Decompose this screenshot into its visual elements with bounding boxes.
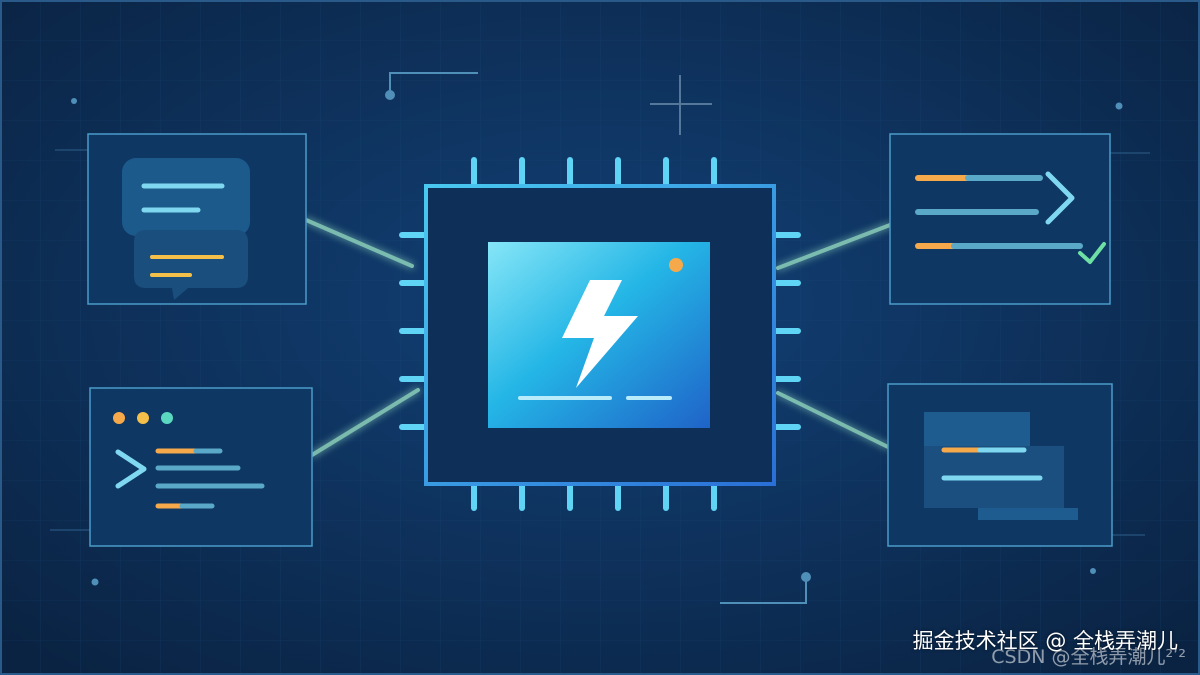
connector-lines	[304, 218, 892, 457]
panel-terminal	[89, 387, 313, 547]
panel-frame	[889, 133, 1111, 305]
status-dot	[669, 258, 683, 272]
watermark-csdn: CSDN @全栈弄潮儿²ʹ²	[991, 646, 1186, 668]
check-icon	[1078, 242, 1106, 264]
chat-bubble-icon	[122, 158, 250, 236]
central-chip	[399, 157, 801, 511]
watermark-juejin: 掘金技术社区 @ 全栈弄潮儿	[912, 629, 1178, 653]
window-dot	[137, 412, 149, 424]
panel-chat	[87, 133, 307, 305]
window-dot	[113, 412, 125, 424]
window-dot	[161, 412, 173, 424]
chat-bubble-icon	[134, 230, 248, 300]
card-shadow	[978, 508, 1078, 520]
chevron-right-icon	[1045, 171, 1075, 225]
panel-cards	[887, 383, 1113, 547]
card-back	[924, 412, 1030, 452]
decor-accents	[50, 72, 1150, 604]
panel-code	[889, 133, 1111, 305]
terminal-prompt-icon	[115, 449, 147, 489]
lightning-bolt-icon	[562, 280, 638, 388]
